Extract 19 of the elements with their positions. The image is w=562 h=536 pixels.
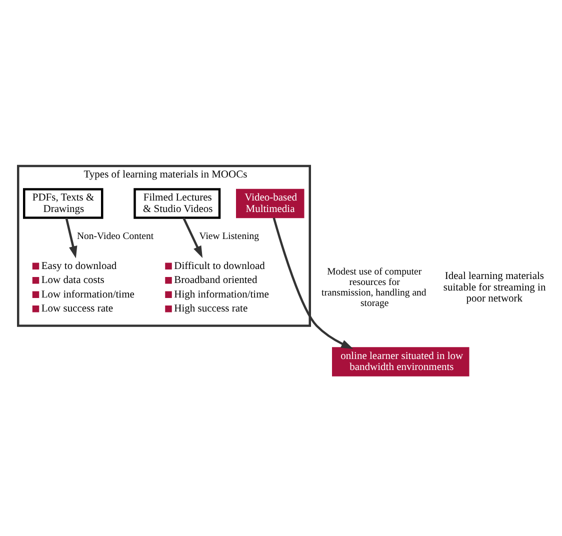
node-box: Video-based Multimedia (236, 188, 304, 218)
node-label: Easy to download (41, 260, 117, 272)
arrow (65, 218, 78, 258)
edge-label: View Listening (199, 231, 260, 242)
edge-label: Non-Video Content (77, 231, 154, 242)
arrow (272, 218, 354, 349)
node-label: High success rate (174, 304, 248, 315)
arrow (182, 217, 203, 258)
node-box: PDFs, Texts & Drawings (23, 188, 104, 219)
node-label: Low information/time (41, 289, 134, 300)
node-box: Filmed Lectures & Studio Videos (134, 188, 221, 219)
node-label: Broadband oriented (174, 275, 258, 286)
node-label: Low success rate (41, 304, 114, 315)
edge-label: Modest use of computer resources for transmission, handling and storage (322, 266, 426, 309)
node-label: Difficult to download (174, 260, 265, 272)
node-label: Low data costs (41, 275, 104, 286)
node-box: online learner situated in low bandwidth environments (332, 347, 470, 376)
label: Ideal learning materials suitable for streaming in poor network (443, 271, 546, 305)
node-label: High information/time (174, 289, 269, 300)
